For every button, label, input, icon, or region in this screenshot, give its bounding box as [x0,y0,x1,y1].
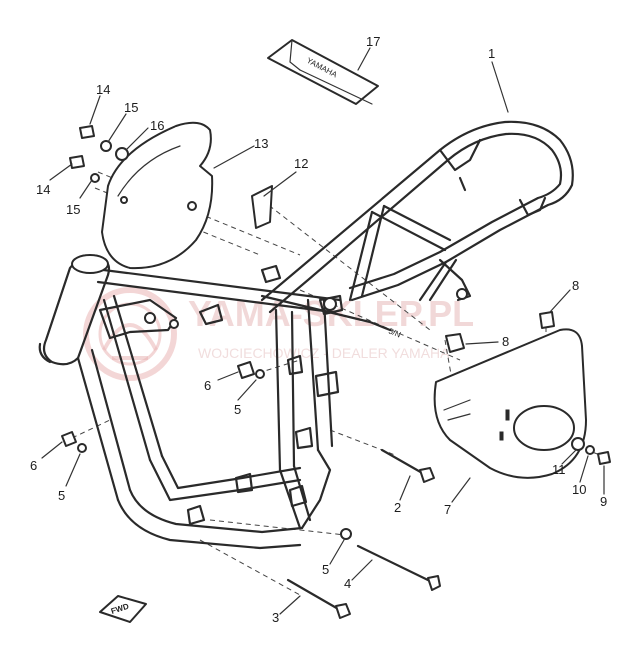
tool-pouch: YAMAHA [267,39,379,105]
callout-5-center: 5 [234,402,241,417]
callout-labels: 1 2 3 4 5 5 5 6 6 7 8 8 9 10 11 12 13 14… [30,34,607,625]
fwd-arrow-icon: FWD [99,595,147,623]
callout-8-mid: 8 [502,334,509,349]
callout-15-left: 15 [66,202,80,217]
callout-17: 17 [366,34,380,49]
hardware [61,125,611,619]
callout-2: 2 [394,500,401,515]
callout-14-left: 14 [36,182,50,197]
watermark-dealer: WOJCIECHOWICZ - DEALER YAMAHA [198,345,450,361]
callout-5-left: 5 [58,488,65,503]
leader-lines [41,47,605,615]
callout-1: 1 [488,46,495,61]
callout-14-top: 14 [96,82,110,97]
side-cover-right [433,328,587,479]
callout-10: 10 [572,482,586,497]
callout-6-left: 6 [30,458,37,473]
callout-16: 16 [150,118,164,133]
frame-tag-text: 5/N [387,327,402,340]
callout-15-top: 15 [124,100,138,115]
callout-12: 12 [294,156,308,171]
side-cover-left [101,121,214,270]
callout-13: 13 [254,136,268,151]
callout-9: 9 [600,494,607,509]
callout-3: 3 [272,610,279,625]
main-frame: 5/N [38,120,574,550]
decal-emblem [251,185,273,229]
callout-6-center: 6 [204,378,211,393]
callout-7: 7 [444,502,451,517]
callout-4: 4 [344,576,351,591]
callout-5-bottom: 5 [322,562,329,577]
callout-8-top: 8 [572,278,579,293]
callout-11: 11 [552,462,566,477]
